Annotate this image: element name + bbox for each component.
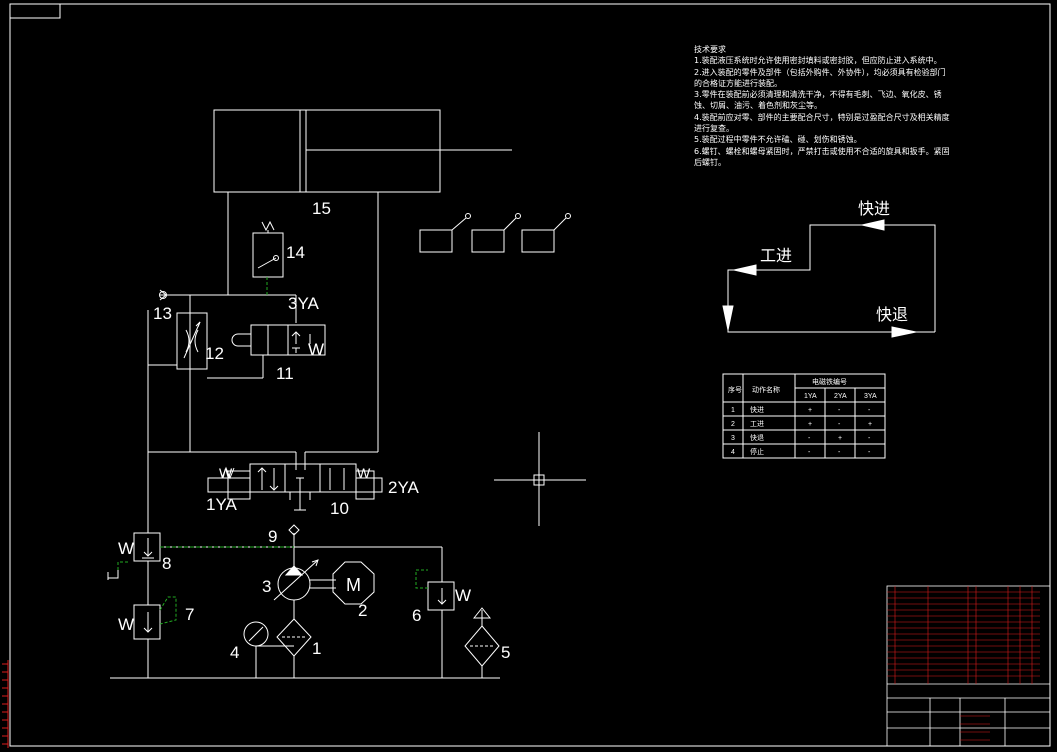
- label-motor: M: [346, 575, 361, 595]
- filter-1: [276, 618, 312, 657]
- table-cell: -: [838, 449, 841, 456]
- directional-valve-10: [207, 463, 383, 511]
- table-row-no: 3: [731, 435, 735, 442]
- throttle-valve-12: [176, 312, 208, 370]
- table-cell: +: [808, 407, 812, 414]
- label-w-valve8: W: [118, 539, 134, 558]
- notes-line-2: 2.进入装配的零件及部件（包括外购件、外协件），均必须具有检验部门的合格证方能进…: [694, 67, 946, 88]
- pipe-network: [110, 192, 500, 679]
- notes-line-4: 4.装配前应对零、部件的主要配合尺寸，特别是过盈配合尺寸及相关精度进行复查。: [694, 112, 950, 134]
- label-2: 2: [358, 601, 367, 620]
- cycle-fast-back: 快退: [876, 305, 908, 324]
- pressure-gauge-9: [288, 524, 300, 536]
- label-10: 10: [330, 499, 349, 518]
- table-head-action: 动作名称: [752, 385, 780, 394]
- label-8: 8: [162, 554, 171, 573]
- table-cell: -: [868, 449, 871, 456]
- label-1: 1: [312, 639, 321, 658]
- notes-line-1: 1.装配液压系统时允许使用密封填料或密封胶，但应防止进入系统中。: [694, 56, 942, 66]
- title-block: [886, 585, 1051, 747]
- table-row-action: 工进: [750, 420, 764, 428]
- component-labels: 15 14 3YA 13 12 11 W W W 2YA 1YA 10 9 W …: [118, 199, 510, 662]
- margin-ticks: [2, 660, 9, 748]
- cylinder-15: [213, 109, 512, 193]
- label-4: 4: [230, 643, 239, 662]
- label-w-valve11: W: [308, 340, 324, 359]
- label-3ya: 3YA: [288, 294, 320, 313]
- label-15: 15: [312, 199, 331, 218]
- solenoid-table: [722, 373, 886, 459]
- table-row-no: 4: [731, 449, 735, 456]
- label-5: 5: [501, 643, 510, 662]
- limit-switches: [419, 213, 571, 253]
- motor-2: [332, 561, 375, 605]
- table-row-action: 停止: [750, 447, 764, 456]
- check-valve-13: [159, 289, 167, 301]
- table-row-no: 2: [731, 421, 735, 428]
- label-9: 9: [268, 527, 277, 546]
- notes-line-6: 6.螺钉、螺栓和螺母紧固时，严禁打击或使用不合适的旋具和扳手。紧固后螺钉。: [694, 146, 950, 167]
- label-14: 14: [286, 243, 305, 262]
- table-cell: -: [838, 407, 841, 414]
- table-head-seq: 序号: [728, 385, 742, 394]
- cycle-labels: 快进 工进 快退: [760, 199, 908, 324]
- technical-requirements: 技术要求 1.装配液压系统时允许使用密封填料或密封胶，但应防止进入系统中。 2.…: [694, 44, 952, 168]
- crosshair-icon: [494, 432, 586, 526]
- table-cell: +: [838, 435, 842, 442]
- cycle-work-in: 工进: [760, 246, 792, 265]
- table-cell: -: [868, 407, 871, 414]
- sequence-valve-14: [252, 220, 284, 278]
- label-7: 7: [185, 605, 194, 624]
- work-cycle-diagram: [722, 219, 936, 338]
- label-w-valve10-right: W: [357, 465, 371, 481]
- pump-3: [273, 559, 336, 601]
- sheet-frame: [9, 3, 1051, 747]
- label-1ya: 1YA: [206, 495, 238, 514]
- table-row-action: 快退: [750, 433, 764, 442]
- gauge-4: [243, 621, 269, 647]
- notes-title: 技术要求: [694, 45, 726, 54]
- table-cell: -: [838, 421, 841, 428]
- label-2ya: 2YA: [388, 478, 420, 497]
- label-11: 11: [276, 364, 294, 383]
- table-row-no: 1: [731, 407, 735, 414]
- table-col-1ya: 1YA: [804, 393, 817, 400]
- notes-line-3: 3.零件在装配前必须清理和清洗干净，不得有毛刺、飞边、氧化皮、锈蚀、切屑、油污、…: [694, 90, 942, 111]
- notes-line-5: 5.装配过程中零件不允许磕、碰、划伤和锈蚀。: [694, 135, 862, 145]
- solenoid-table-text: 序号 动作名称 电磁铁编号 1YA 2YA 3YA 1 快进 + - - 2 工…: [728, 377, 877, 456]
- label-12: 12: [205, 344, 224, 363]
- label-6: 6: [412, 606, 421, 625]
- label-13: 13: [153, 304, 172, 323]
- table-col-2ya: 2YA: [834, 393, 847, 400]
- cycle-fast-in: 快进: [858, 199, 890, 218]
- table-cell: -: [808, 435, 811, 442]
- table-cell: -: [868, 435, 871, 442]
- label-w-valve6: W: [455, 586, 471, 605]
- table-cell: +: [808, 421, 812, 428]
- table-head-group: 电磁铁编号: [812, 377, 847, 386]
- filter-5: [464, 607, 500, 667]
- solenoid-valve-11: [231, 324, 326, 356]
- hydraulic-schematic: [107, 109, 586, 679]
- table-col-3ya: 3YA: [864, 393, 877, 400]
- label-3: 3: [262, 577, 271, 596]
- table-cell: -: [808, 449, 811, 456]
- relief-valve-6: [427, 581, 455, 611]
- table-row-action: 快进: [750, 405, 764, 414]
- table-cell: +: [868, 421, 872, 428]
- label-w-valve10-left: W: [219, 465, 233, 481]
- parts-list-grid: [887, 586, 1040, 741]
- label-w-valve7: W: [118, 615, 134, 634]
- relief-valve-7: [133, 604, 161, 640]
